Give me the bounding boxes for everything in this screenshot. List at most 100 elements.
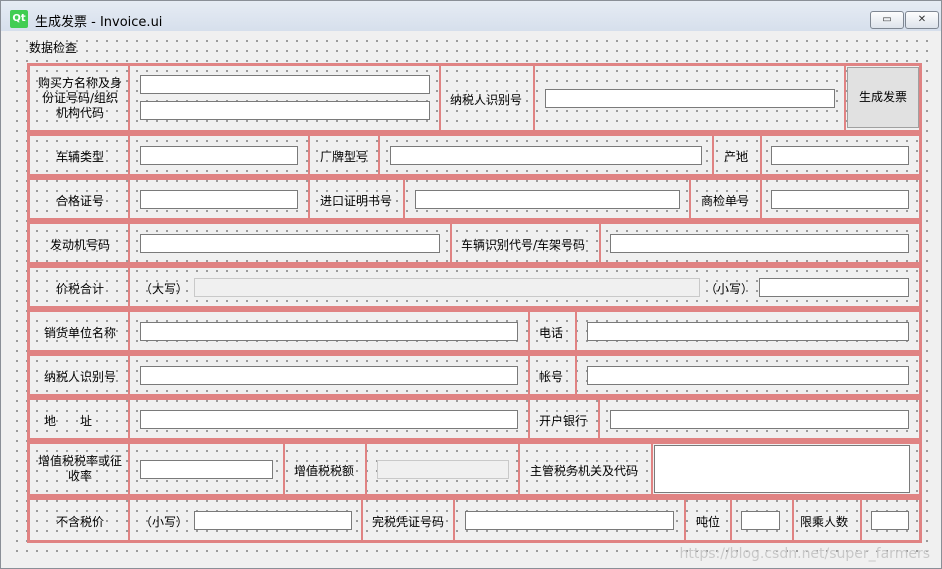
row-engine: 发动机号码 车辆识别代号/车架号码 — [27, 221, 922, 265]
cell: 商检单号 — [690, 179, 761, 219]
cell: 发动机号码 — [29, 223, 129, 263]
address-label: 地 址 — [44, 414, 93, 428]
row-seller: 销货单位名称 电话 — [27, 309, 922, 353]
cell — [129, 135, 309, 175]
row-total: 价税合计 （大写） （小写） — [27, 265, 922, 309]
total-label: 价税合计 — [55, 282, 104, 296]
row-address: 地 址 开户银行 — [27, 397, 922, 441]
cell — [129, 65, 440, 131]
excl-tax-input[interactable] — [194, 511, 352, 530]
tax-authority-input[interactable] — [654, 445, 910, 493]
row-buyer: 购买方名称及身份证号码/组织机构代码 纳税人识别号 生成发票 — [27, 63, 922, 133]
cell: 纳税人识别号 — [440, 65, 534, 131]
cell — [129, 311, 529, 351]
import-cert-input[interactable] — [415, 190, 680, 209]
cell: 价税合计 — [29, 267, 129, 307]
row-seller-taxid: 纳税人识别号 帐号 — [27, 353, 922, 397]
bank-label: 开户银行 — [539, 414, 588, 428]
close-icon: ✕ — [917, 14, 927, 25]
engine-label: 发动机号码 — [49, 238, 110, 252]
cell: 生成发票 — [845, 65, 920, 131]
cell: 产地 — [713, 135, 761, 175]
cell: 主管税务机关及代码 — [519, 443, 652, 495]
vat-rate-input[interactable] — [140, 460, 273, 479]
cell — [599, 399, 920, 439]
cell: 增值税税率或征收率 — [29, 443, 129, 495]
tonnage-input[interactable] — [741, 511, 780, 530]
vehicle-type-input[interactable] — [140, 146, 298, 165]
cell: 地 址 — [29, 399, 129, 439]
account-input[interactable] — [587, 366, 909, 385]
cell: 帐号 — [529, 355, 576, 395]
capacity-input[interactable] — [871, 511, 909, 530]
cell — [129, 355, 529, 395]
row-vat: 增值税税率或征收率 增值税税额 主管税务机关及代码 — [27, 441, 922, 497]
excl-lower-label: （小写） — [140, 515, 189, 529]
cell — [600, 223, 920, 263]
window-title: 生成发票 - Invoice.ui — [35, 15, 163, 30]
cell: 销货单位名称 — [29, 311, 129, 351]
cell: 进口证明书号 — [309, 179, 404, 219]
vehicle-type-label: 车辆类型 — [55, 150, 104, 164]
vat-amount-input[interactable] — [377, 460, 509, 479]
phone-input[interactable] — [587, 322, 909, 341]
generate-invoice-button[interactable]: 生成发票 — [847, 67, 919, 128]
total-upper-input[interactable] — [194, 278, 700, 297]
buyer-taxid-input[interactable] — [545, 89, 835, 108]
taxpayer-id-label: 纳税人识别号 — [450, 93, 523, 107]
cell: 车辆识别代号/车架号码 — [451, 223, 600, 263]
cell: 不含税价 — [29, 499, 129, 541]
duty-cert-input[interactable] — [465, 511, 674, 530]
minimize-icon: ▭ — [882, 14, 892, 25]
bank-input[interactable] — [610, 410, 909, 429]
cell — [129, 443, 284, 495]
cell: 纳税人识别号 — [29, 355, 129, 395]
cell — [379, 135, 713, 175]
cell — [861, 499, 920, 541]
vat-rate-label: 增值税税率或征收率 — [38, 454, 123, 483]
close-button[interactable]: ✕ — [905, 11, 939, 29]
account-label: 帐号 — [539, 370, 564, 384]
cert-input[interactable] — [140, 190, 298, 209]
origin-input[interactable] — [771, 146, 909, 165]
cell: 完税凭证号码 — [362, 499, 454, 541]
cell: 增值税税额 — [284, 443, 366, 495]
tax-authority-label: 主管税务机关及代码 — [530, 464, 639, 478]
title-bar: Qt 生成发票 - Invoice.ui ▭ ✕ — [1, 1, 941, 31]
duty-cert-label: 完税凭证号码 — [372, 515, 445, 529]
inspection-input[interactable] — [771, 190, 909, 209]
upper-label: （大写） — [140, 282, 189, 296]
vin-input[interactable] — [610, 234, 909, 253]
cell — [761, 135, 920, 175]
cell: 电话 — [529, 311, 576, 351]
capacity-label: 限乘人数 — [800, 515, 849, 529]
phone-label: 电话 — [539, 326, 564, 340]
cell: （大写） （小写） — [129, 267, 920, 307]
cell — [129, 179, 309, 219]
cell: 厂牌型号 — [309, 135, 379, 175]
import-cert-label: 进口证明书号 — [320, 194, 393, 208]
row-cert: 合格证号 进口证明书号 商检单号 — [27, 177, 922, 221]
cell — [576, 355, 920, 395]
minimize-button[interactable]: ▭ — [870, 11, 904, 29]
model-label: 厂牌型号 — [320, 150, 369, 164]
engine-input[interactable] — [140, 234, 440, 253]
cell — [761, 179, 920, 219]
seller-taxid-input[interactable] — [140, 366, 518, 385]
cell — [731, 499, 793, 541]
cell: 合格证号 — [29, 179, 129, 219]
row-vehicle: 车辆类型 厂牌型号 产地 — [27, 133, 922, 177]
inspection-label: 商检单号 — [701, 194, 750, 208]
model-input[interactable] — [390, 146, 702, 165]
address-input[interactable] — [140, 410, 518, 429]
seller-input[interactable] — [140, 322, 518, 341]
row-excl-tax: 不含税价 （小写） 完税凭证号码 吨位 限乘人数 — [27, 497, 922, 543]
cell — [404, 179, 690, 219]
qt-logo: Qt — [10, 10, 28, 28]
cert-label: 合格证号 — [55, 194, 104, 208]
buyer-name-input[interactable] — [140, 75, 430, 94]
cell: 购买方名称及身份证号码/组织机构代码 — [29, 65, 129, 131]
group-title: 数据检查 — [29, 41, 78, 55]
total-lower-input[interactable] — [759, 278, 909, 297]
buyer-id-input[interactable] — [140, 101, 430, 120]
